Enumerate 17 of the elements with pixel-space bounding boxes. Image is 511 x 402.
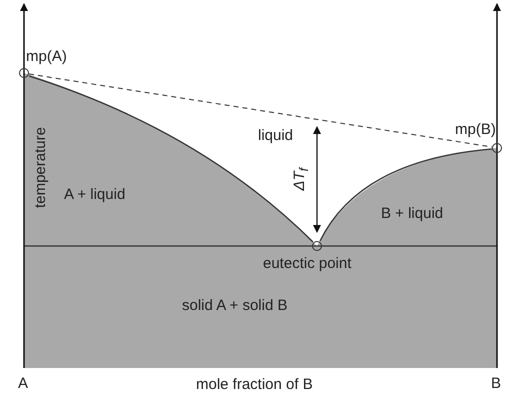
region-label: solid A + solid B bbox=[182, 298, 288, 313]
phase-boundary-curve bbox=[28, 75, 314, 242]
point-label: mp(B) bbox=[455, 122, 496, 137]
region-label: A + liquid bbox=[64, 187, 126, 202]
phase-boundary-curve bbox=[319, 148, 492, 242]
point-marker bbox=[312, 241, 322, 251]
point-label: eutectic point bbox=[263, 256, 352, 271]
point-marker bbox=[19, 68, 29, 78]
axis-title: temperature bbox=[32, 127, 48, 208]
region-label: liquid bbox=[258, 128, 294, 143]
axis-end-label: A bbox=[18, 376, 28, 391]
axis-end-label: B bbox=[491, 376, 502, 391]
dashed-line bbox=[28, 74, 492, 148]
region-label: B + liquid bbox=[381, 206, 444, 221]
axis-title: mole fraction of B bbox=[196, 377, 313, 392]
point-marker bbox=[492, 143, 502, 153]
point-label: mp(A) bbox=[26, 49, 67, 64]
